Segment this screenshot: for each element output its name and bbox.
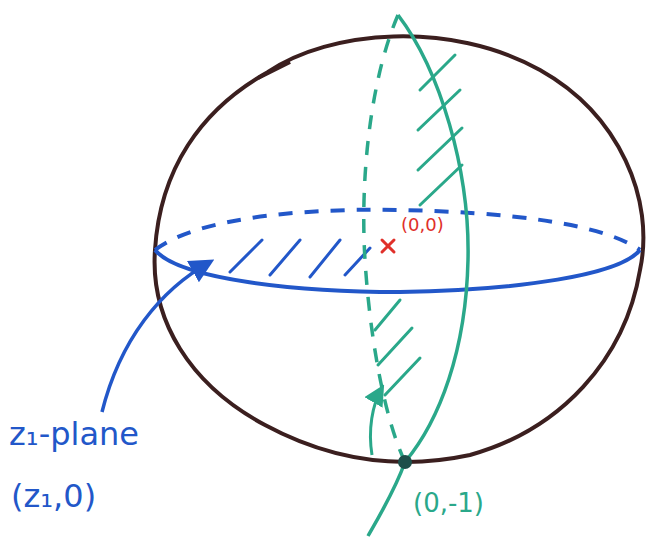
origin-mark <box>382 240 394 252</box>
equator-front <box>155 250 640 292</box>
leader-arrow <box>370 388 382 455</box>
equator-back <box>155 210 640 250</box>
plane-label: (z₁,0) <box>8 478 99 515</box>
meridian-back <box>364 15 405 462</box>
meridian-front <box>398 15 468 462</box>
plane-label: z₁-plane <box>6 416 142 453</box>
point-label: (0,-1) <box>410 488 487 519</box>
pole-dot <box>398 455 412 469</box>
plane-hatching <box>230 240 370 277</box>
point-label: (0,0) <box>398 214 447 236</box>
sphere-outline <box>258 62 290 78</box>
plane-extension <box>368 462 405 536</box>
plane-hatching <box>375 55 462 395</box>
leader-arrow <box>102 262 210 412</box>
sphere-outline <box>155 36 644 461</box>
